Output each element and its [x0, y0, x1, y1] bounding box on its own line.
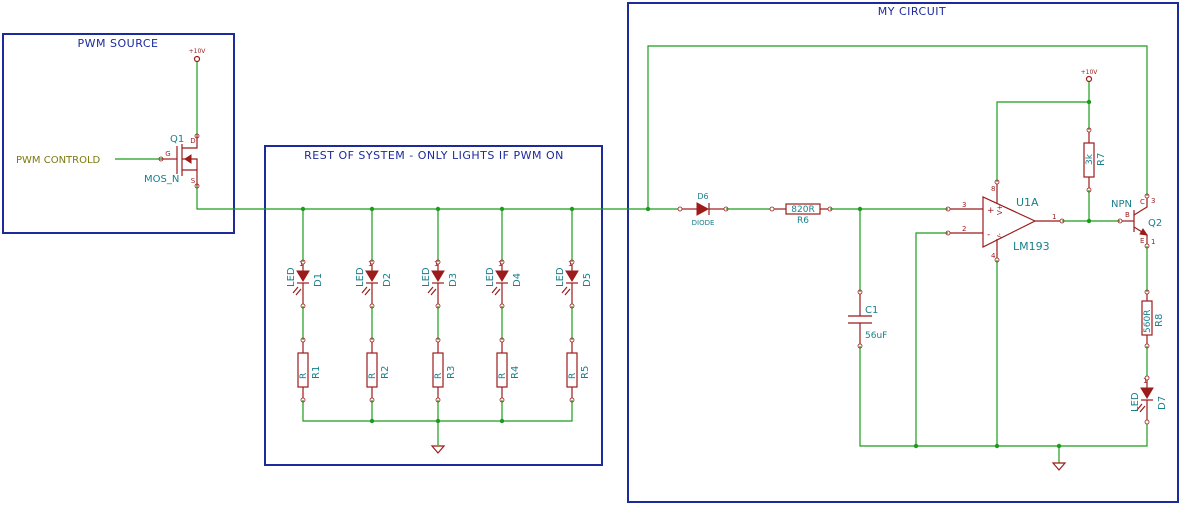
wires	[115, 45, 1148, 463]
led-d5: 1 LED D5	[555, 259, 593, 309]
d6-value: DIODE	[692, 219, 715, 227]
r1-value: R	[299, 373, 309, 379]
u1a-value: LM193	[1013, 240, 1050, 253]
led-d7: 1 LED D7	[1130, 375, 1168, 425]
r2-reference: R2	[380, 366, 391, 379]
q2-value: NPN	[1111, 199, 1132, 210]
net-label-pwm-control: PWM CONTROLD	[16, 155, 101, 166]
led-d2: 1 LED D2	[355, 259, 393, 309]
resistor-r8: 560R R8	[1141, 289, 1165, 349]
d1-pin-1: 1	[299, 260, 303, 268]
q2-pin-1: 1	[1151, 238, 1155, 246]
npn-q2: NPN Q2 C E B 3 1	[1111, 193, 1162, 249]
power-symbol-pwm: +10V	[189, 48, 207, 63]
resistor-r1: R R1	[297, 337, 322, 403]
r7-reference: R7	[1096, 153, 1107, 166]
mosfet-q1: G D S Q1 MOS_N	[144, 133, 200, 189]
d2-pin-1: 1	[368, 260, 372, 268]
q2-reference: Q2	[1148, 218, 1162, 229]
u1a-pin-3: 3	[962, 201, 966, 209]
r4-value: R	[498, 373, 508, 379]
c1-reference: C1	[865, 305, 878, 316]
c1-value: 56uF	[865, 331, 887, 341]
resistor-r5: R R5	[566, 337, 591, 403]
led-d3: 1 LED D3	[421, 259, 459, 309]
power-label-pwm: +10V	[189, 48, 207, 55]
frame-pwm-source-title: PWM SOURCE	[78, 37, 159, 50]
q2-pin-c: C	[1140, 198, 1145, 206]
r1-reference: R1	[311, 366, 322, 379]
q2-pin-b: B	[1125, 211, 1130, 219]
ground-symbol-my-circuit	[1051, 462, 1067, 471]
u1a-vplus: V+	[996, 204, 1004, 215]
frame-rest-of-system: REST OF SYSTEM - ONLY LIGHTS IF PWM ON	[264, 145, 603, 466]
d2-value: LED	[355, 267, 366, 287]
d3-value: LED	[421, 267, 432, 287]
q1-pin-d: D	[190, 137, 195, 145]
d5-value: LED	[555, 267, 566, 287]
frame-pwm-source: PWM SOURCE	[2, 33, 235, 234]
d7-reference: D7	[1157, 396, 1168, 410]
d3-reference: D3	[448, 273, 459, 287]
r2-value: R	[368, 373, 378, 379]
resistor-r3: R R3	[432, 337, 457, 403]
u1a-vminus: V-	[996, 233, 1004, 240]
r6-value: 820R	[791, 205, 814, 215]
q1-reference: Q1	[170, 134, 184, 145]
r4-reference: R4	[510, 366, 521, 379]
q1-value: MOS_N	[144, 174, 179, 185]
led-d1: 1 LED D1	[286, 259, 324, 309]
q1-pin-s: S	[191, 177, 196, 185]
r8-reference: R8	[1154, 314, 1165, 327]
opamp-u1a: 3 2 8 4 1 + - V+ V- U1A LM193	[945, 179, 1065, 263]
d2-reference: D2	[382, 273, 393, 287]
u1a-pin-8: 8	[991, 185, 995, 193]
r3-reference: R3	[446, 366, 457, 379]
diode-d6: D6 DIODE	[677, 192, 729, 227]
u1a-plus-sign: +	[987, 206, 995, 216]
power-symbol-my-circuit: +10V	[1081, 69, 1099, 83]
resistor-r6: 820R R6	[769, 203, 833, 226]
d4-reference: D4	[512, 273, 523, 287]
frame-rest-of-system-title: REST OF SYSTEM - ONLY LIGHTS IF PWM ON	[304, 149, 564, 162]
r7-value: 3k	[1085, 153, 1095, 165]
r8-value: 560R	[1143, 310, 1153, 333]
d5-pin-1: 1	[568, 260, 572, 268]
r3-value: R	[434, 373, 444, 379]
u1a-pin-4: 4	[991, 252, 996, 260]
resistor-r2: R R2	[366, 337, 391, 403]
u1a-minus-sign: -	[987, 230, 990, 240]
d6-reference: D6	[697, 192, 708, 201]
resistor-r7: 3k R7	[1083, 127, 1107, 193]
q1-pin-g: G	[165, 150, 170, 158]
u1a-pin-2: 2	[962, 225, 966, 233]
resistor-r4: R R4	[496, 337, 521, 403]
r6-reference: R6	[797, 216, 809, 226]
d7-pin-1: 1	[1143, 377, 1147, 385]
r5-value: R	[568, 373, 578, 379]
u1a-reference: U1A	[1016, 196, 1039, 209]
capacitor-c1: C1 56uF	[848, 289, 887, 349]
d3-pin-1: 1	[434, 260, 438, 268]
frame-my-circuit-title: MY CIRCUIT	[878, 5, 946, 18]
d1-value: LED	[286, 267, 297, 287]
d7-value: LED	[1130, 392, 1141, 412]
power-label-my-circuit: +10V	[1081, 69, 1099, 76]
led-d4: 1 LED D4	[485, 259, 523, 309]
q2-pin-3: 3	[1151, 197, 1155, 205]
r5-reference: R5	[580, 366, 591, 379]
frame-my-circuit: MY CIRCUIT	[627, 2, 1179, 503]
junction-dots	[300, 99, 1092, 449]
d4-value: LED	[485, 267, 496, 287]
d1-reference: D1	[313, 273, 324, 287]
ground-symbol-rest	[430, 445, 446, 454]
u1a-pin-1: 1	[1052, 213, 1056, 221]
q2-pin-e: E	[1140, 237, 1144, 245]
d5-reference: D5	[582, 273, 593, 287]
d4-pin-1: 1	[498, 260, 502, 268]
